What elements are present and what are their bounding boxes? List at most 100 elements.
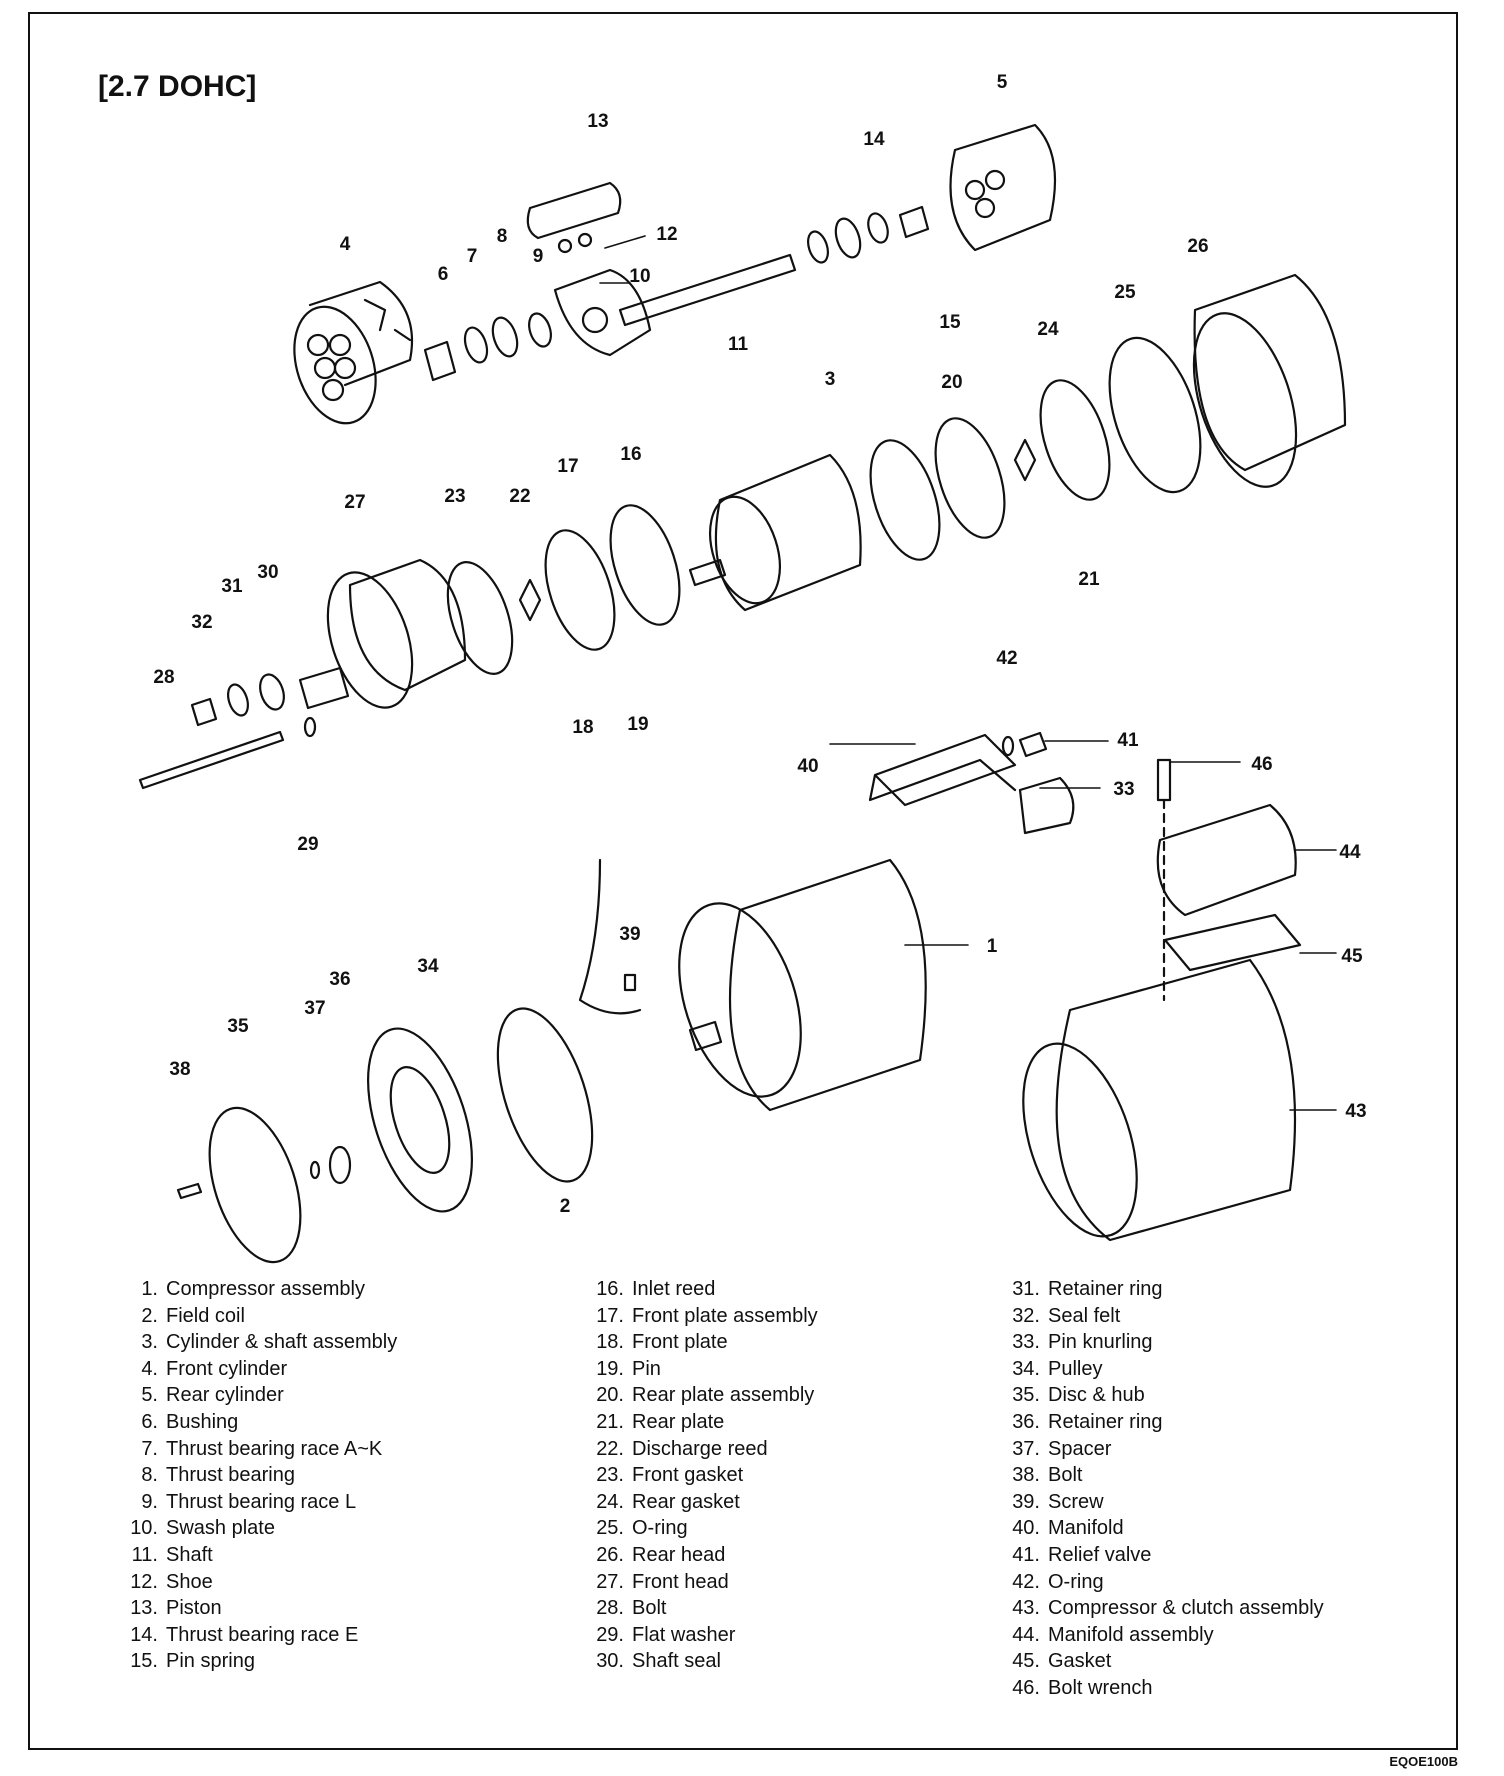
callout-1: 1: [987, 936, 998, 957]
legend-item: 11.Shaft: [131, 1543, 213, 1566]
bolt-wrench-part: [1156, 758, 1172, 802]
long-bolt-part: [138, 730, 285, 790]
legend-item: 16.Inlet reed: [596, 1278, 716, 1300]
legend-item: 35.Disc & hub: [1012, 1384, 1145, 1407]
diagram-frame: [28, 12, 1458, 1750]
legend-item: 41.Relief valve: [1012, 1543, 1152, 1566]
callout-45: 45: [1341, 946, 1363, 967]
callout-34: 34: [417, 956, 439, 977]
legend-item: 34.Pulley: [1012, 1357, 1103, 1380]
callout-3: 3: [825, 369, 836, 390]
legend-item: 4.Front cylinder: [141, 1357, 288, 1380]
field-coil-wire-part: [578, 858, 642, 1015]
retainer-ring-31-part: [227, 683, 249, 717]
o-ring-large-part: [1108, 336, 1202, 494]
inlet-reed-part: [609, 504, 681, 626]
callout-39: 39: [619, 924, 640, 945]
legend-item: 22.Discharge reed: [596, 1437, 768, 1460]
legend-item: 15.Pin spring: [130, 1650, 255, 1673]
legend-item: 30.Shaft seal: [596, 1650, 721, 1673]
compressor-assembly-part: [678, 858, 927, 1112]
shoe-part: [557, 238, 573, 254]
callout-12: 12: [656, 224, 677, 245]
callout-31: 31: [221, 576, 243, 597]
race-l-part: [528, 312, 552, 348]
callout-42: 42: [996, 648, 1017, 669]
legend-item: 13.Piston: [130, 1597, 222, 1620]
flat-washer-part: [303, 716, 317, 738]
screw-part: [623, 973, 637, 992]
pin-knurling-part: [1018, 776, 1075, 835]
callout-22: 22: [509, 486, 530, 507]
compressor-clutch-assembly-part: [1022, 958, 1297, 1242]
legend-item: 9.Thrust bearing race L: [141, 1490, 357, 1513]
legend-item: 19.Pin: [596, 1357, 661, 1380]
legend-item: 39.Screw: [1012, 1490, 1104, 1513]
seal-felt-part: [190, 697, 218, 727]
callout-26: 26: [1187, 236, 1208, 257]
front-gasket-part: [446, 561, 514, 675]
discharge-reed-part: [518, 578, 542, 622]
legend-item: 18.Front plate: [596, 1331, 728, 1354]
figure-code: EQOE100B: [1389, 1754, 1458, 1769]
legend-column-2: 16.Inlet reed 17.Front plate assembly 18…: [584, 1276, 817, 1675]
shaft-seal-part: [259, 673, 285, 711]
callout-18: 18: [572, 717, 593, 738]
callout-9: 9: [533, 246, 544, 267]
callout-21: 21: [1078, 569, 1100, 590]
legend-item: 27.Front head: [596, 1570, 729, 1593]
callout-23: 23: [444, 486, 465, 507]
legend-item: 7.Thrust bearing race A~K: [141, 1437, 383, 1460]
front-head-part: [298, 558, 467, 710]
legend-item: 5.Rear cylinder: [141, 1384, 284, 1407]
pulley-part: [367, 1027, 473, 1213]
legend-item: 28.Bolt: [596, 1597, 667, 1620]
spacer-part: [309, 1160, 321, 1180]
callout-11: 11: [728, 334, 749, 355]
legend-item: 2.Field coil: [141, 1304, 245, 1327]
legend-item: 24.Rear gasket: [596, 1490, 740, 1513]
legend-item: 6.Bushing: [141, 1410, 239, 1433]
legend-item: 42.O-ring: [1012, 1570, 1104, 1593]
shaft-part: [618, 253, 797, 327]
legend-item: 25.O-ring: [596, 1517, 688, 1540]
callout-29: 29: [297, 834, 318, 855]
callout-35: 35: [227, 1016, 249, 1037]
diagram-title: [2.7 DOHC]: [98, 70, 257, 103]
cylinder-shaft-assembly-part: [688, 453, 862, 612]
legend-item: 21.Rear plate: [596, 1410, 725, 1433]
relief-valve-part: [1018, 731, 1048, 758]
legend-item: 43.Compressor & clutch assembly: [1012, 1597, 1324, 1620]
o-ring-small-part: [1001, 735, 1015, 757]
callout-27: 27: [344, 492, 365, 513]
legend-column-3: 31.Retainer ring 32.Seal felt 33.Pin knu…: [1000, 1276, 1324, 1702]
front-cylinder-part: [293, 280, 414, 425]
exploded-view-diagram: 1 2 3 4 5 6 7 8 9 10 11 12 13 14 15 16 1…: [138, 72, 1367, 1264]
legend-item: 45.Gasket: [1012, 1650, 1112, 1673]
legend-item: 26.Rear head: [596, 1543, 726, 1566]
rear-head-part: [1192, 273, 1347, 488]
callout-6: 6: [438, 264, 449, 285]
legend-item: 32.Seal felt: [1012, 1304, 1121, 1327]
bushing-part: [423, 340, 457, 382]
disc-hub-part: [208, 1106, 302, 1264]
rear-plate-assembly-part: [934, 417, 1006, 539]
retainer-ring-36-part: [328, 1145, 352, 1185]
callout-43: 43: [1345, 1101, 1366, 1122]
callout-8: 8: [497, 226, 508, 247]
callout-40: 40: [797, 756, 818, 777]
callout-4: 4: [340, 234, 351, 255]
callout-2: 2: [560, 1196, 571, 1217]
callout-19: 19: [627, 714, 648, 735]
legend-item: 36.Retainer ring: [1012, 1410, 1163, 1433]
callout-32: 32: [191, 612, 212, 633]
legend-item: 33.Pin knurling: [1012, 1331, 1153, 1354]
callout-13: 13: [587, 111, 608, 132]
callout-30: 30: [257, 562, 278, 583]
field-coil-part: [496, 1007, 594, 1183]
race-ak-part: [463, 326, 489, 364]
legend-item: 12.Shoe: [130, 1570, 213, 1593]
legend-item: 38.Bolt: [1012, 1464, 1083, 1487]
manifold-assembly-part: [1156, 803, 1297, 917]
legend-item: 8.Thrust bearing: [141, 1464, 295, 1487]
